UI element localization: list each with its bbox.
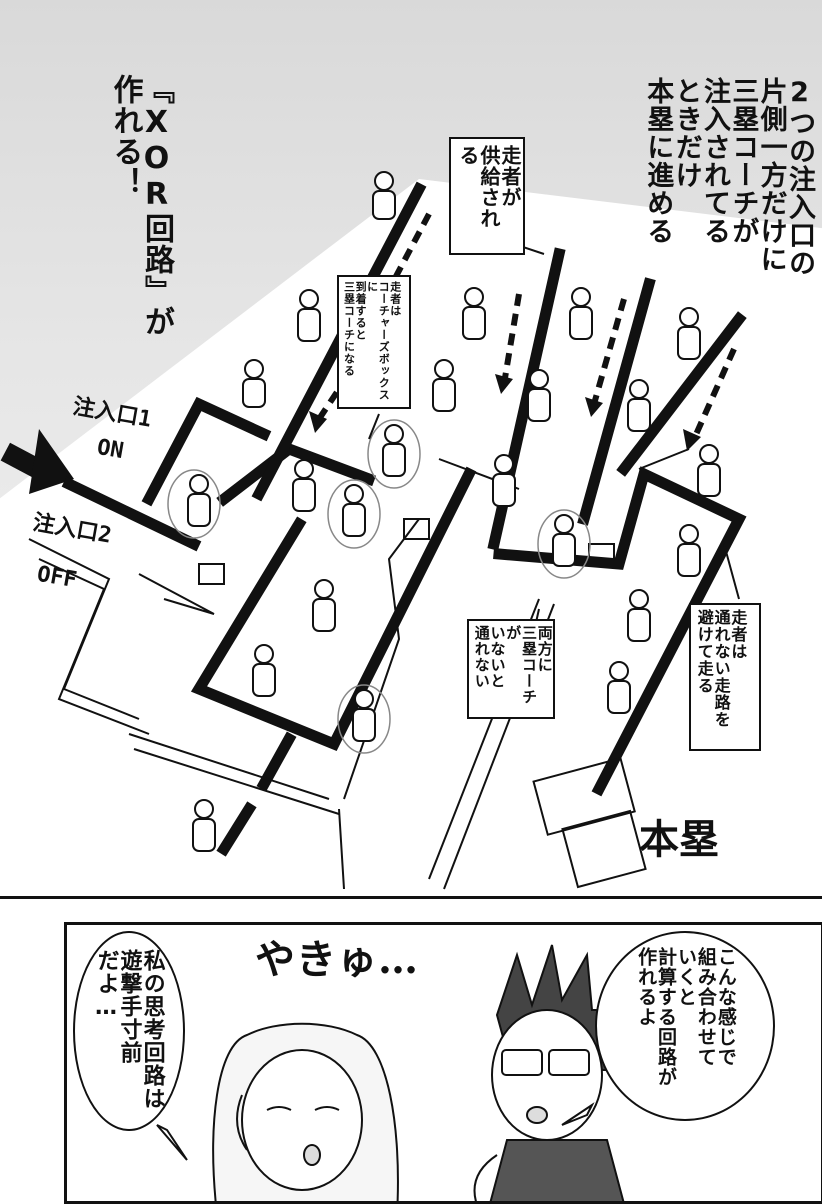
bubble-line: 通れない走路を [711,609,731,728]
narration-line: 『XOR回路』が [139,74,174,337]
bubble-line: 避けて走る [694,609,714,694]
bubble-line: 作れるよ [635,947,658,1027]
characters-illustration [156,944,634,1201]
bubble-boy: こんな感じで 組み合わせて いくと 計算する回路が 作れるよ [595,931,775,1121]
bubble-line: 三塁コーチが [504,625,538,705]
bubble-line: 遊撃手寸前 [116,949,142,1064]
narration-right: 2つの注入口の 片側一方だけに 三塁コーチが 注入されてる ときだけ 本塁に進め… [642,77,815,377]
bubble-line: 走者は [728,609,748,660]
sfx-yakyu: やきゅ… [255,936,419,983]
bubble-line: 到着すると [354,281,368,341]
narration-line: 三塁コーチが [727,77,759,245]
bubble-girl: 私の思考回路は 遊撃手寸前 だよ… [73,931,185,1131]
narration-line: 2つの注入口の [784,77,815,277]
on-label: ON [95,434,126,465]
bubble-line: 供給される [456,145,501,229]
bubble-line: こんな感じで [714,947,737,1067]
bubble-line: 組み合わせて [694,947,717,1067]
bubble-line: 三塁コーチになる [342,281,356,377]
bubble-line: 私の思考回路は [139,949,165,1110]
bubble-line: 走者は [388,281,402,317]
bubble-line: いないと [488,625,507,689]
narration-line: 片側一方だけに [755,77,787,273]
bubble-line: いくと [674,947,697,1007]
bubble-supply: 走者が 供給される [449,137,525,255]
bubble-line: 計算する回路が [655,947,678,1087]
narration-line: 本塁に進める [642,77,674,245]
xor-circuit-diagram [0,171,747,890]
runner-figure [372,171,396,220]
narration-line: ときだけ [670,77,702,189]
bubble-both: 両方に 三塁コーチが いないと 通れない [467,619,555,719]
bubble-coach: 走者は コーチャーズボックスに 到着すると 三塁コーチになる [337,275,411,409]
bubble-line: 走者が [498,145,522,208]
bubble-line: だよ… [93,949,119,1021]
narration-left: 『XOR回路』が 作れる！ [107,74,175,374]
narration-line: 注入されてる [698,77,730,245]
narration-line: 作れる！ [107,74,143,198]
top-panel: 2つの注入口の 片側一方だけに 三塁コーチが 注入されてる ときだけ 本塁に進め… [0,0,822,899]
bubble-line: 通れない [472,625,491,689]
bubble-line: 両方に [535,625,554,673]
bottom-panel: やきゅ… 私の思考回路は 遊撃手寸前 だよ… こんな感じで 組み合わせて いくと… [64,922,822,1204]
home-plate-label: 本塁 [639,816,719,863]
bubble-avoid: 走者は 通れない走路を 避けて走る [689,603,761,751]
bubble-line: コーチャーズボックスに [365,281,391,401]
